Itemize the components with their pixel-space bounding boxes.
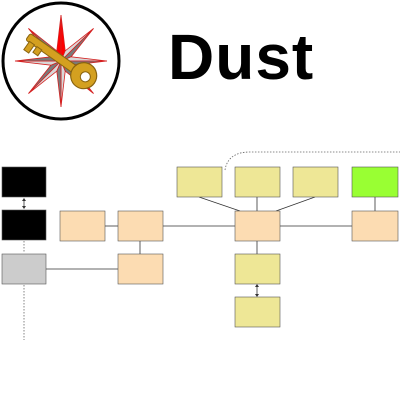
line-hub-yellow-1	[198, 196, 241, 212]
key-tooth	[23, 40, 36, 54]
box-yellow-top-1	[176, 166, 223, 198]
arrow-yellow-below-head	[255, 284, 259, 287]
box-yellow-top-2	[234, 166, 281, 198]
box-yellow-below-2	[234, 296, 281, 328]
box-black-top	[1, 166, 47, 198]
box-green-top-4	[351, 166, 399, 198]
page-title: Dust	[168, 21, 315, 93]
arrow-black-top-mid-head	[22, 206, 26, 209]
arrow-yellow-below-head	[255, 294, 259, 297]
box-yellow-top-3	[292, 166, 339, 198]
box-peach-center-upper	[117, 210, 164, 242]
box-yellow-below-1	[234, 253, 281, 285]
box-peach-left	[59, 210, 106, 242]
compass-star-key-icon	[1, 1, 121, 121]
box-peach-center-lower	[117, 253, 164, 285]
key-hole	[79, 71, 91, 83]
arrow-black-top-mid-head	[22, 198, 26, 201]
logo	[1, 1, 121, 121]
connectors	[22, 151, 400, 340]
box-peach-right	[351, 210, 399, 242]
dotted-top-curve	[224, 151, 400, 171]
box-peach-hub	[234, 210, 281, 242]
box-black-mid	[1, 209, 47, 241]
box-grey-bottom	[1, 253, 47, 285]
key-tooth	[32, 45, 43, 57]
line-hub-yellow-3	[275, 196, 316, 212]
boxes	[1, 166, 399, 328]
key-icon	[23, 33, 98, 90]
